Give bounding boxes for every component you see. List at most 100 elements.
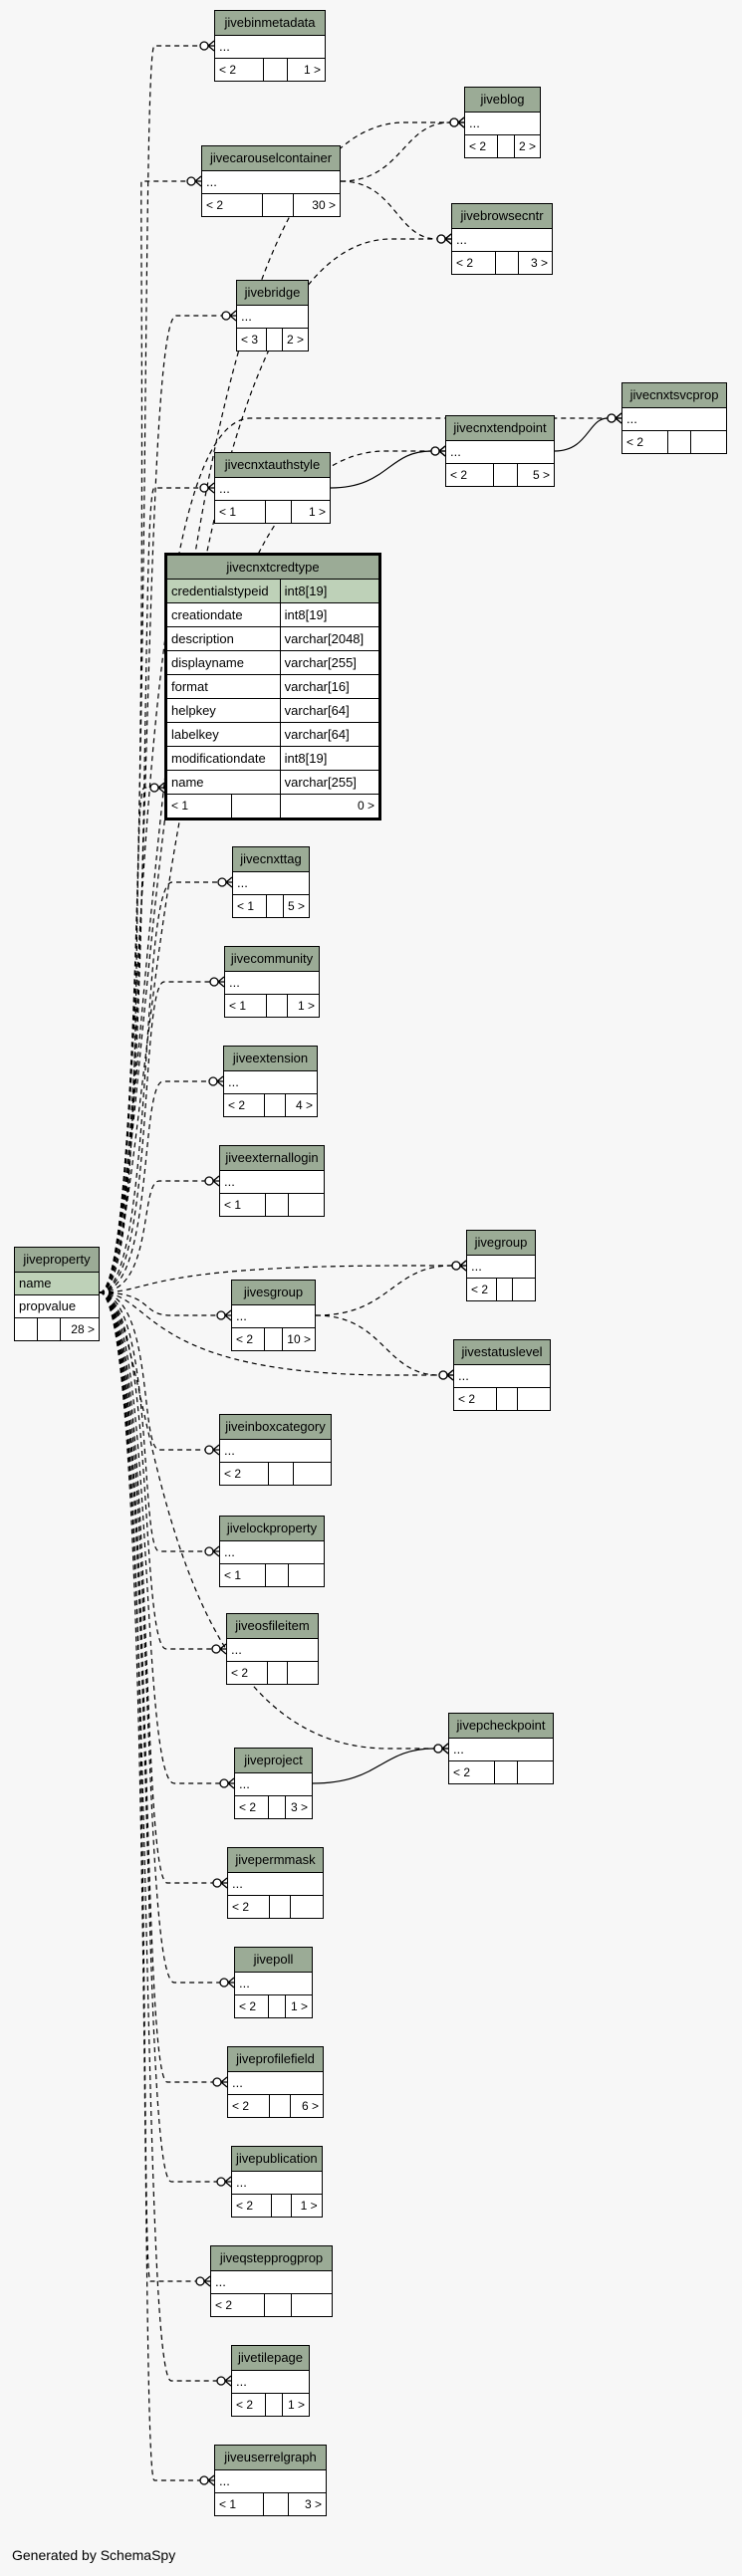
table-jivepermmask[interactable]: jivepermmask...< 2 <box>226 1847 324 1919</box>
edge-jivesgroup-jivegroup <box>315 1265 453 1316</box>
children-count <box>288 1563 325 1587</box>
table-jivestatuslevel[interactable]: jivestatuslevel...< 2 <box>453 1339 551 1411</box>
edge-jiveproperty-jiveuserrelgraph-marker <box>199 2474 215 2486</box>
table-jivegroup[interactable]: jivegroup...< 2 <box>465 1230 537 1301</box>
spacer <box>495 1387 519 1411</box>
table-title: jivebridge <box>236 280 309 306</box>
table-jiveproperty[interactable]: jiveproperty name propvalue 28 > <box>14 1247 100 1341</box>
column-name: helpkey <box>165 698 281 723</box>
edge-jiveproperty-jivepcheckpoint <box>99 1291 434 1750</box>
parents-count: < 2 <box>226 1661 268 1685</box>
edge-jiveproperty-jivecnxtauthstyle-marker <box>199 482 215 494</box>
parents-count: < 1 <box>218 1563 267 1587</box>
table-title: jivecarouselcontainer <box>201 145 341 171</box>
edge-jivecnxtauthstyle-jivecnxtendpoint <box>330 450 432 489</box>
column-type: int8[19] <box>279 602 381 627</box>
parents-count: < 2 <box>233 1795 270 1819</box>
parents-count: < 2 <box>447 1760 496 1784</box>
edge-jivesgroup-jivegroup-marker <box>451 1260 467 1272</box>
spacer <box>262 58 289 82</box>
children-count: 1 > <box>282 2393 310 2417</box>
edge-jiveproperty-jivepublication <box>99 1291 217 2183</box>
table-title: jivegroup <box>466 1230 536 1256</box>
columns-ellipsis: ... <box>226 1638 319 1662</box>
edge-jiveproperty-jivepublication-marker <box>216 2176 232 2188</box>
edge-jiveproperty-jiveosfileitem-marker <box>211 1643 227 1655</box>
columns-ellipsis: ... <box>214 35 326 59</box>
table-title: jivepoll <box>234 1947 313 1973</box>
column-type: int8[19] <box>279 746 381 771</box>
children-count <box>517 1760 554 1784</box>
table-jiveinboxcategory[interactable]: jiveinboxcategory...< 2 <box>218 1414 333 1486</box>
spacer <box>37 1317 61 1341</box>
table-jiveexternallogin[interactable]: jiveexternallogin...< 1 <box>218 1145 325 1217</box>
table-title: jivesgroup <box>231 1280 316 1305</box>
edge-jiveproperty-jiveextension <box>99 1080 209 1293</box>
column-name: credentialstypeid <box>165 579 281 603</box>
table-title: jivecnxtendpoint <box>445 415 555 441</box>
spacer <box>264 1093 287 1117</box>
parents-count: < 2 <box>214 58 264 82</box>
parents-count: < 1 <box>232 894 267 918</box>
children-count: 3 > <box>517 251 554 275</box>
spacer <box>265 1563 290 1587</box>
columns-ellipsis: ... <box>224 971 320 995</box>
edge-jivecarouselcontainer-jiveblog-marker <box>449 117 465 128</box>
parents-count: < 2 <box>620 430 669 454</box>
spacer <box>266 1661 288 1685</box>
edge-jiveproperty-jivecnxttag <box>99 881 218 1293</box>
table-jivepcheckpoint[interactable]: jivepcheckpoint...< 2 <box>447 1713 554 1784</box>
edge-jiveproperty-jiveproject <box>99 1291 220 1784</box>
column-type: varchar[255] <box>279 650 381 675</box>
column-name: displayname <box>165 650 281 675</box>
table-jivecnxtsvcprop[interactable]: jivecnxtsvcprop...< 2 <box>620 382 727 454</box>
column-name: labelkey <box>165 722 281 747</box>
edge-jiveproperty-jivecommunity-marker <box>209 976 225 988</box>
children-count: 1 > <box>290 2194 323 2218</box>
children-count <box>286 1661 320 1685</box>
edge-jiveproperty-jivecarouselcontainer-marker <box>186 175 202 187</box>
children-count: 2 > <box>513 134 542 158</box>
children-count <box>290 1895 324 1919</box>
edge-jivecarouselcontainer-jivebrowsecntr <box>340 180 438 240</box>
column-type: varchar[16] <box>279 674 381 699</box>
edge-jiveproperty-jivepoll <box>99 1291 220 1984</box>
columns-ellipsis: ... <box>453 1364 551 1388</box>
table-title: jiveproject <box>234 1748 313 1773</box>
table-jiveqstepprogprop[interactable]: jiveqstepprogprop...< 2 <box>210 2245 334 2317</box>
table-jivelockproperty[interactable]: jivelockproperty...< 1 <box>218 1516 325 1587</box>
table-title: jiveuserrelgraph <box>214 2445 327 2470</box>
edge-jiveproperty-jivecnxttag-marker <box>217 876 233 888</box>
spacer <box>268 1994 287 2018</box>
table-title: jiveexternallogin <box>219 1145 325 1171</box>
table-jiveosfileitem[interactable]: jiveosfileitem...< 2 <box>226 1613 320 1685</box>
edge-jiveproperty-jivepoll-marker <box>219 1977 235 1989</box>
spacer <box>270 2194 292 2218</box>
columns-ellipsis: ... <box>210 2270 333 2294</box>
table-title: jiveosfileitem <box>226 1613 319 1639</box>
edge-jivesgroup-jivestatuslevel <box>315 1314 440 1376</box>
spacer <box>497 134 515 158</box>
edge-jiveproject-jivepcheckpoint <box>312 1748 435 1784</box>
columns-ellipsis: ... <box>231 2171 323 2195</box>
table-title: jivepermmask <box>227 1847 324 1873</box>
column-name: modificationdate <box>165 746 281 771</box>
